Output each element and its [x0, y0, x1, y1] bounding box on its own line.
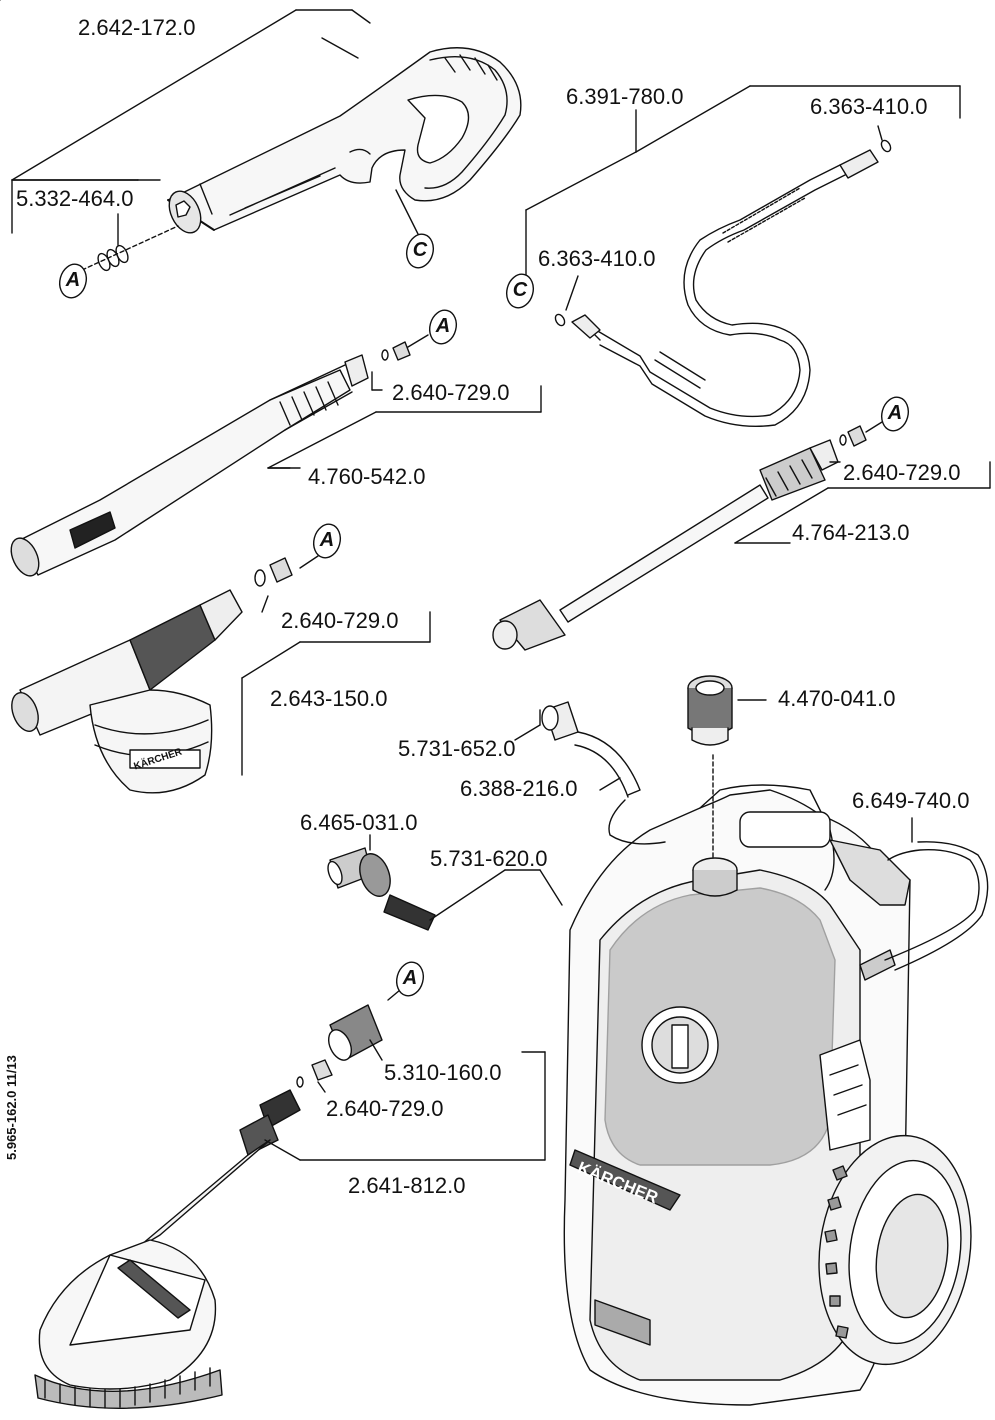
- callout-c-hose: C: [505, 272, 535, 310]
- suction-hose-drawing: [541, 701, 666, 845]
- label-quick-coupling: 4.470-041.0: [778, 686, 896, 711]
- label-gun-hose-adapter: 6.391-780.0: [566, 84, 684, 109]
- label-garden-coupling: 6.465-031.0: [300, 810, 418, 835]
- label-foam-nozzle-adapter: 2.640-729.0: [281, 608, 399, 633]
- label-brush-nozzle: 2.640-729.0: [326, 1096, 444, 1121]
- garden-coupling-drawing: [327, 847, 391, 897]
- callout-letter: C: [412, 239, 428, 261]
- callout-letter: A: [887, 402, 903, 424]
- callout-c-gun: C: [405, 232, 435, 270]
- foam-jet-drawing: [11, 557, 293, 794]
- label-vario-lance: 4.760-542.0: [308, 464, 426, 489]
- label-hose-o-ring-left: 6.363-410.0: [538, 246, 656, 271]
- callout-a-foam-jet: A: [312, 522, 342, 560]
- callout-letter: C: [512, 279, 528, 301]
- label-filter-housing: 5.731-652.0: [398, 736, 516, 761]
- callout-a-brush: A: [395, 960, 425, 998]
- gun-hose-drawing: [554, 139, 892, 427]
- pressure-washer-body: [563, 784, 972, 1406]
- trigger-gun-drawing: [167, 47, 522, 234]
- callout-letter: A: [402, 967, 418, 989]
- wash-brush-drawing: [34, 1089, 301, 1409]
- callout-letter: A: [319, 529, 335, 551]
- callout-a-vario-lance: A: [428, 308, 458, 346]
- dirt-blaster-drawing: [492, 425, 867, 651]
- callout-letter: A: [435, 315, 451, 337]
- document-code: 5.965-162.0 11/13: [4, 1055, 19, 1160]
- label-water-filter: 5.731-620.0: [430, 846, 548, 871]
- label-dirt-blaster: 4.764-213.0: [792, 520, 910, 545]
- brush-adapter-drawing: [327, 1004, 383, 1061]
- label-vario-lance-nozzle: 2.640-729.0: [392, 380, 510, 405]
- brush-nozzle-drawing: [296, 1059, 333, 1088]
- callout-letter: A: [65, 269, 81, 291]
- gun-o-rings: [97, 244, 129, 272]
- label-brush-adapter: 5.310-160.0: [384, 1060, 502, 1085]
- label-suction-hose: 6.388-216.0: [460, 776, 578, 801]
- water-filter-drawing: [383, 894, 436, 931]
- quick-coupling-drawing: [687, 675, 733, 746]
- label-hose-o-ring-top: 6.363-410.0: [810, 94, 928, 119]
- callout-a-gun: A: [58, 262, 88, 300]
- callout-a-dirt-blaster: A: [880, 395, 910, 433]
- label-dirt-blaster-nozzle: 2.640-729.0: [843, 460, 961, 485]
- label-gun-o-ring-set: 5.332-464.0: [16, 186, 134, 211]
- label-trigger-gun: 2.642-172.0: [78, 15, 196, 40]
- label-wash-brush: 2.641-812.0: [348, 1173, 466, 1198]
- label-high-pressure-hose: 6.649-740.0: [852, 788, 970, 813]
- vario-lance-drawing: [10, 341, 411, 577]
- label-foam-jet: 2.643-150.0: [270, 686, 388, 711]
